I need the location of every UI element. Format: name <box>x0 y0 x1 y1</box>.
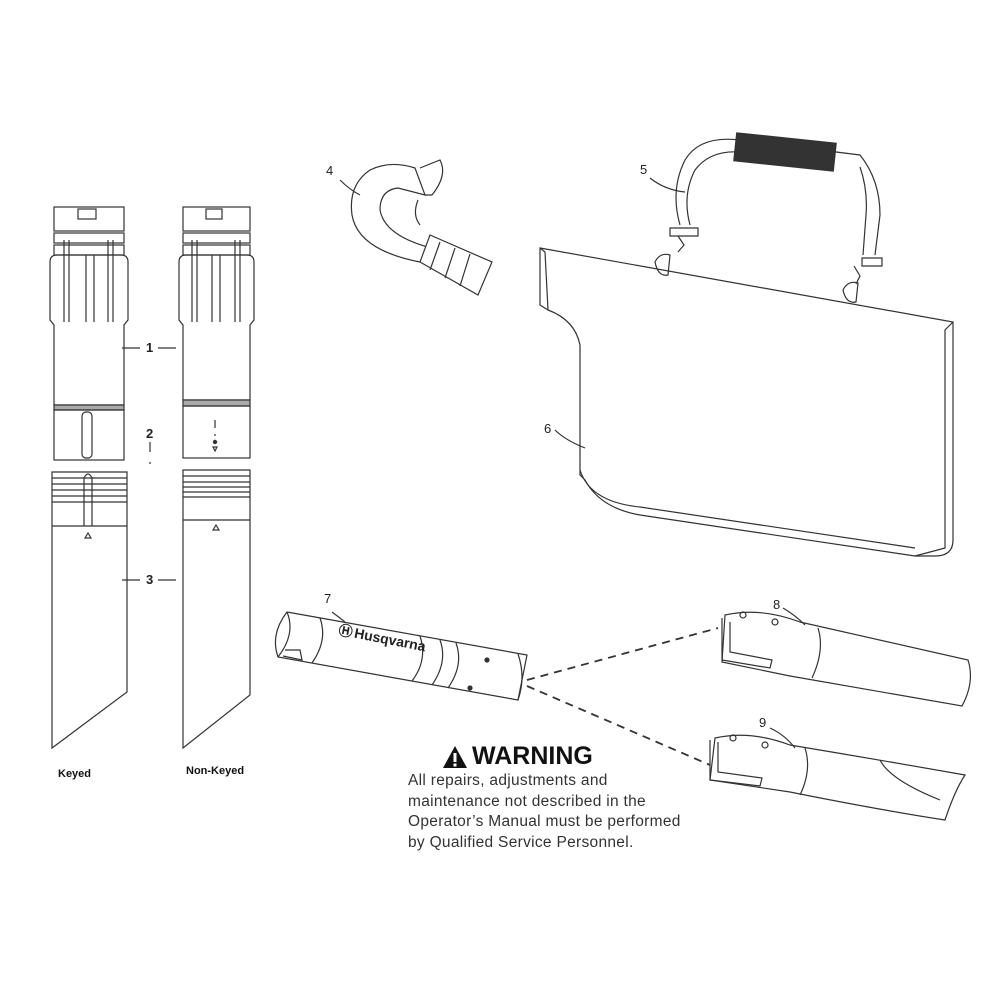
callout-9: 9 <box>759 715 767 730</box>
part-1-non-keyed-tube <box>178 206 255 459</box>
warning-text: All repairs, adjustments and maintenance… <box>408 772 681 851</box>
part-3-keyed-nozzle <box>51 471 128 750</box>
callout-8: 8 <box>773 597 781 612</box>
part-1-keyed-tube <box>49 206 129 461</box>
callout-5: 5 <box>640 162 648 177</box>
warning-notice: WARNING All repairs, adjustments and mai… <box>408 742 688 853</box>
callout-2: 2 <box>146 426 154 441</box>
assembly-dashed-lines <box>526 627 719 766</box>
part-7-blower-tube <box>274 611 528 701</box>
caption-non-keyed: Non-Keyed <box>186 765 245 777</box>
part-5-shoulder-strap <box>649 132 883 285</box>
callout-3: 3 <box>146 572 154 587</box>
callout-4: 4 <box>326 163 334 178</box>
callout-leaders-left <box>122 347 176 581</box>
warning-title: WARNING <box>472 742 593 770</box>
part-4-elbow-tube <box>339 159 493 296</box>
part-6-collection-bag <box>539 247 954 557</box>
part-8-round-nozzle <box>721 607 972 707</box>
callout-1: 1 <box>146 340 154 355</box>
part-3-non-keyed-nozzle <box>182 469 251 750</box>
caption-keyed: Keyed <box>58 768 92 780</box>
callout-7: 7 <box>324 591 332 606</box>
warning-triangle-icon <box>443 745 467 768</box>
callout-6: 6 <box>544 421 552 436</box>
part-9-flat-nozzle <box>709 727 967 821</box>
